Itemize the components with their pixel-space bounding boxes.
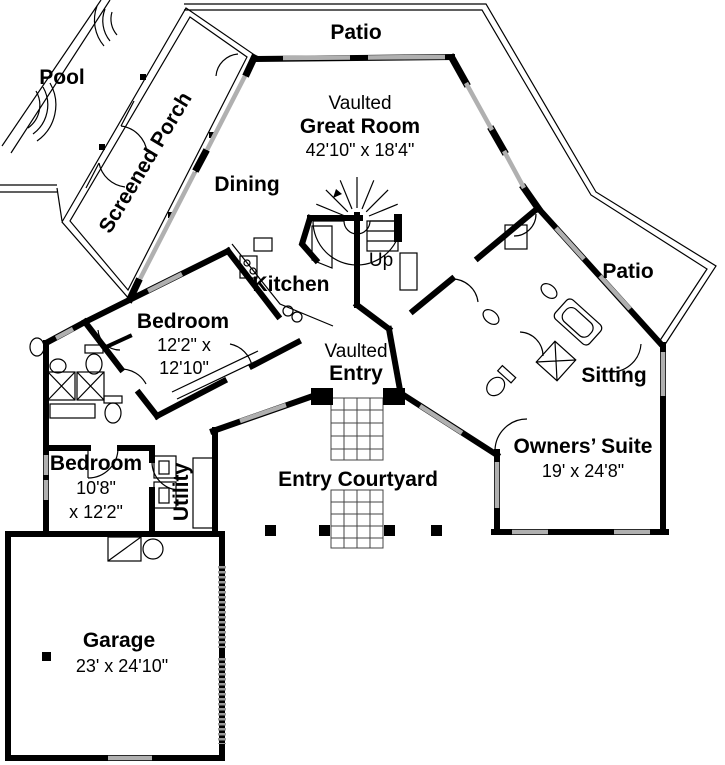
bedroom2-dims1: 10'8"	[76, 478, 116, 498]
bathtub	[553, 298, 603, 346]
courtyard-label: Entry Courtyard	[278, 468, 438, 491]
garage-label: Garage	[83, 629, 155, 652]
bedroom1-label: Bedroom	[137, 310, 229, 333]
great-room-prefix: Vaulted	[328, 93, 391, 114]
labels: Pool Patio Screened Porch Vaulted Great …	[39, 21, 653, 676]
sink	[49, 358, 67, 374]
fixtures	[29, 224, 603, 562]
entry-walkway-grid	[330, 397, 384, 549]
bedroom1-dims1: 12'2" x	[157, 335, 211, 355]
sink	[482, 309, 500, 325]
stairs-up-label: Up	[369, 250, 393, 271]
dining-label: Dining	[214, 173, 279, 196]
toilet	[486, 364, 517, 397]
courtyard-posts	[42, 525, 442, 661]
patio-top-label: Patio	[330, 21, 381, 44]
entry-posts	[311, 388, 405, 405]
entry-prefix: Vaulted	[324, 341, 387, 362]
bedroom1-dims2: 12'10"	[159, 358, 209, 378]
owners-suite-dims: 19' x 24'8"	[542, 461, 624, 481]
shower	[535, 340, 577, 382]
garage-post	[42, 652, 51, 661]
toilet	[84, 344, 104, 375]
screened-porch-label: Screened Porch	[95, 88, 197, 237]
owners-suite-label: Owners’ Suite	[514, 435, 653, 458]
pool-area	[0, 0, 118, 222]
toilet	[103, 395, 123, 424]
patio-right-label: Patio	[602, 260, 653, 283]
pool-label: Pool	[39, 66, 85, 89]
sink	[540, 283, 558, 299]
great-room-dims: 42'10" x 18'4"	[306, 140, 415, 160]
sink	[29, 337, 45, 357]
entry-label: Entry	[329, 362, 383, 385]
sitting-label: Sitting	[581, 364, 646, 387]
windows	[43, 54, 666, 761]
bedroom2-dims2: x 12'2"	[69, 502, 123, 522]
kitchen-counter	[231, 243, 334, 327]
great-room-label: Great Room	[300, 115, 420, 138]
patio-outline	[184, 3, 717, 347]
stair-direction-arrow	[333, 189, 342, 198]
utility-label: Utility	[170, 463, 193, 522]
garage-dims: 23' x 24'10"	[76, 656, 168, 676]
bedroom2-label: Bedroom	[50, 452, 142, 475]
kitchen-label: Kitchen	[252, 273, 329, 296]
